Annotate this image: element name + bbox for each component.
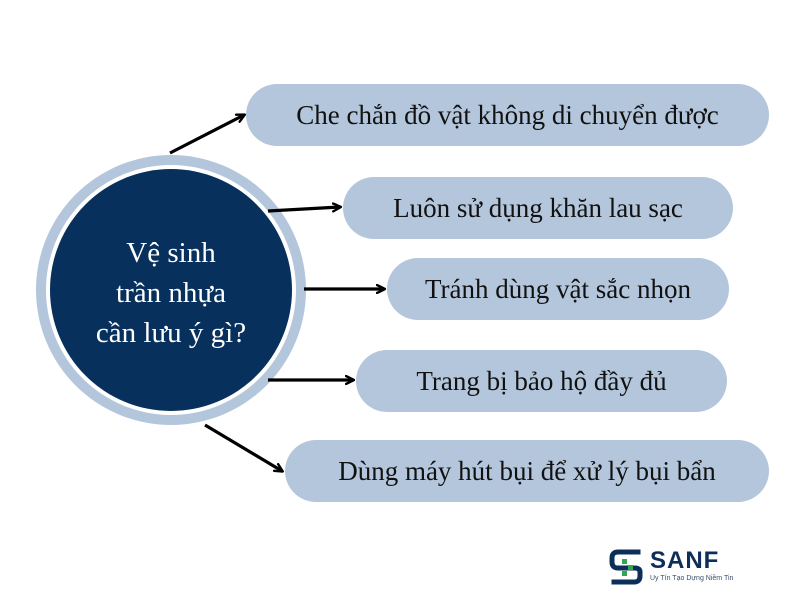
center-circle: Vệ sinh trần nhựa cần lưu ý gì? [50, 169, 292, 411]
item-label-2: Luôn sử dụng khăn lau sạc [393, 192, 683, 223]
item-label-1: Che chắn đồ vật không di chuyển được [296, 99, 719, 130]
logo-tagline: Uy Tín Tạo Dựng Niềm Tin [650, 575, 734, 582]
center-question: Vệ sinh trần nhựa cần lưu ý gì? [76, 233, 266, 353]
arrow-to-item-5 [204, 423, 282, 471]
logo-name: SANF [650, 547, 720, 574]
item-label-4: Trang bị bảo hộ đầy đủ [416, 365, 667, 396]
center-line-2: trần nhựa [116, 277, 226, 309]
item-pill-1: Che chắn đồ vật không di chuyển được [246, 84, 769, 146]
item-label-3: Tránh dùng vật sắc nhọn [425, 273, 691, 304]
item-pill-4: Trang bị bảo hộ đầy đủ [356, 350, 727, 412]
item-pill-5: Dùng máy hút bụi để xử lý bụi bẩn [285, 440, 769, 502]
item-pill-2: Luôn sử dụng khăn lau sạc [343, 177, 733, 239]
arrow-to-item-1 [169, 115, 244, 155]
item-pill-3: Tránh dùng vật sắc nhọn [387, 258, 729, 320]
item-label-5: Dùng máy hút bụi để xử lý bụi bẩn [338, 455, 716, 486]
sanf-logo-icon [609, 549, 643, 585]
sanf-logo: SANF Uy Tín Tạo Dựng Niềm Tin [608, 548, 768, 588]
center-line-3: cần lưu ý gì? [95, 317, 247, 349]
center-line-1: Vệ sinh [126, 237, 216, 269]
arrow-to-item-2 [267, 207, 340, 213]
